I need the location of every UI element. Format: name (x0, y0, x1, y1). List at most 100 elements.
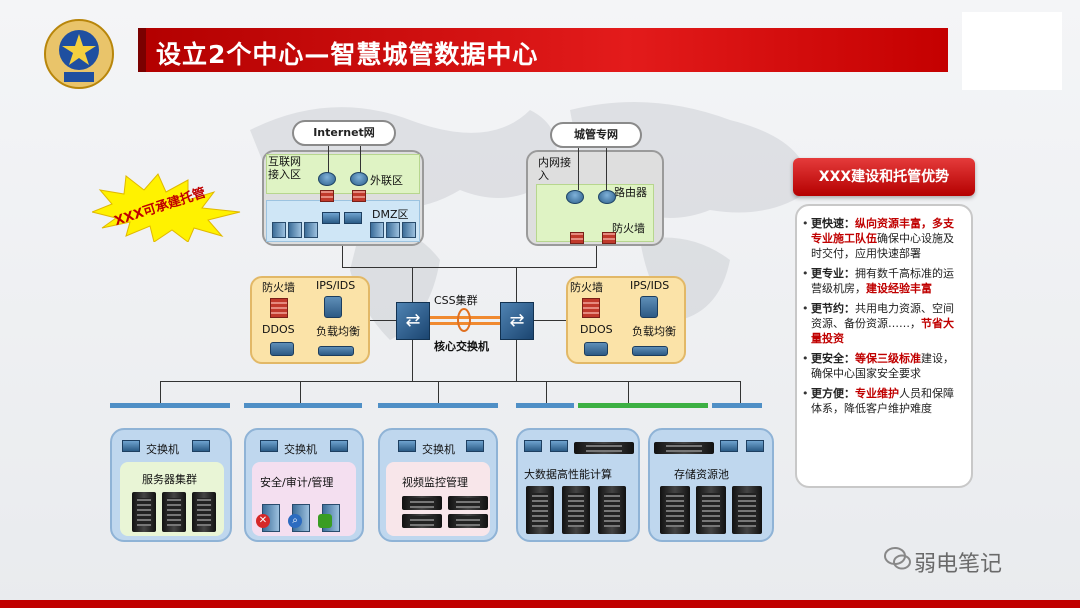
bottom-accent-bar (0, 600, 1080, 608)
distribution-bar (378, 403, 498, 408)
switch-icon (720, 440, 738, 452)
intranet-area (536, 184, 654, 242)
intranet-access-label: 内网接入 (538, 156, 571, 182)
load-balancer-icon (632, 346, 668, 356)
firewall-icon (320, 190, 334, 202)
top-right-blank-panel (962, 12, 1062, 90)
advantages-heading: XXX建设和托管优势 (793, 158, 975, 196)
distribution-bar (244, 403, 362, 408)
server-icon (288, 222, 302, 238)
storage-rack-icon (696, 486, 726, 534)
search-icon: ⌕ (288, 514, 302, 528)
nvr-icon (448, 496, 488, 510)
server-icon (304, 222, 318, 238)
ips-ids-icon (640, 296, 658, 318)
css-link-ellipse (457, 308, 471, 332)
dmz-label: DMZ区 (372, 208, 409, 221)
switch-icon (550, 440, 568, 452)
internet-access-area (266, 154, 420, 194)
css-cluster-label: CSS集群 (434, 294, 478, 307)
security-audit-label: 安全/审计/管理 (260, 476, 334, 489)
router-icon (566, 190, 584, 204)
server-cluster-label: 服务器集群 (142, 473, 197, 486)
switch-icon (746, 440, 764, 452)
server-rack-icon (132, 492, 156, 532)
switch-icon (524, 440, 542, 452)
switch-icon (260, 440, 278, 452)
ddos-label: DDOS (580, 323, 613, 336)
load-balancer-label: 负载均衡 (316, 325, 360, 338)
storage-array-icon (654, 442, 714, 454)
switch-icon (398, 440, 416, 452)
firewall-icon (270, 298, 288, 318)
core-switch-label: 核心交换机 (434, 340, 489, 353)
load-balancer-icon (318, 346, 354, 356)
distribution-bar (110, 403, 230, 408)
compute-rack-icon (598, 486, 626, 534)
switch-icon (122, 440, 140, 452)
ips-ids-label: IPS/IDS (630, 279, 670, 292)
distribution-bar (516, 403, 574, 408)
big-data-label: 大数据高性能计算 (524, 468, 612, 481)
ddos-device-icon (270, 342, 294, 356)
router-icon (350, 172, 368, 186)
server-rack-icon (162, 492, 186, 532)
switch-icon (330, 440, 348, 452)
router-icon (318, 172, 336, 186)
server-rack-icon (192, 492, 216, 532)
ddos-label: DDOS (262, 323, 295, 336)
advantages-panel: 更快速：纵向资源丰富，多支专业施工队伍确保中心设施及时交付，应用快速部署 更专业… (795, 204, 973, 488)
switch-label: 交换机 (422, 443, 455, 456)
core-switch-icon: ⇄ (500, 302, 534, 340)
ips-ids-icon (324, 296, 342, 318)
lock-icon (318, 514, 332, 528)
server-icon (402, 222, 416, 238)
server-icon (272, 222, 286, 238)
page-title: 设立2个中心—智慧城管数据中心 (156, 40, 539, 69)
switch-icon (466, 440, 484, 452)
storage-rack-icon (660, 486, 690, 534)
storage-bar (578, 403, 708, 408)
firewall-label: 防火墙 (570, 281, 603, 294)
external-zone-label: 外联区 (370, 174, 403, 187)
nvr-icon (448, 514, 488, 528)
watermark-text: 弱电笔记 (914, 552, 1003, 577)
switch-icon (322, 212, 340, 224)
ips-ids-label: IPS/IDS (316, 279, 356, 292)
starburst-badge (92, 173, 241, 242)
storage-pool-label: 存储资源池 (674, 468, 729, 481)
switch-label: 交换机 (284, 443, 317, 456)
server-icon (370, 222, 384, 238)
advantage-item: 更节约：共用电力资源、空间资源、备份资源……，节省大量投资 (802, 301, 963, 346)
compute-rack-icon (526, 486, 554, 534)
load-balancer-label: 负载均衡 (632, 325, 676, 338)
compute-rack-icon (562, 486, 590, 534)
wechat-icon (884, 547, 911, 570)
nvr-icon (402, 496, 442, 510)
storage-array-icon (574, 442, 634, 454)
deny-icon: ✕ (256, 514, 270, 528)
firewall-label: 防火墙 (262, 281, 295, 294)
firewall-icon (570, 232, 584, 244)
core-switch-icon: ⇄ (396, 302, 430, 340)
router-label: 路由器 (614, 186, 647, 199)
city-network-cloud: 城管专网 (550, 122, 642, 148)
router-icon (598, 190, 616, 204)
advantage-item: 更专业：拥有数千高标准的运营级机房，建设经验丰富 (802, 266, 963, 296)
firewall-icon (582, 298, 600, 318)
internet-access-label: 互联网接入区 (268, 155, 301, 181)
server-icon (386, 222, 400, 238)
switch-label: 交换机 (146, 443, 179, 456)
firewall-label: 防火墙 (612, 222, 645, 235)
city-management-emblem-icon (44, 19, 114, 89)
advantage-item: 更安全：等保三级标准建设，确保中心国家安全要求 (802, 351, 963, 381)
video-surveillance-label: 视频监控管理 (402, 476, 468, 489)
advantage-item: 更快速：纵向资源丰富，多支专业施工队伍确保中心设施及时交付，应用快速部署 (802, 216, 963, 261)
switch-icon (192, 440, 210, 452)
distribution-bar (712, 403, 762, 408)
title-bar (138, 28, 948, 72)
storage-rack-icon (732, 486, 762, 534)
ddos-device-icon (584, 342, 608, 356)
firewall-icon (602, 232, 616, 244)
nvr-icon (402, 514, 442, 528)
